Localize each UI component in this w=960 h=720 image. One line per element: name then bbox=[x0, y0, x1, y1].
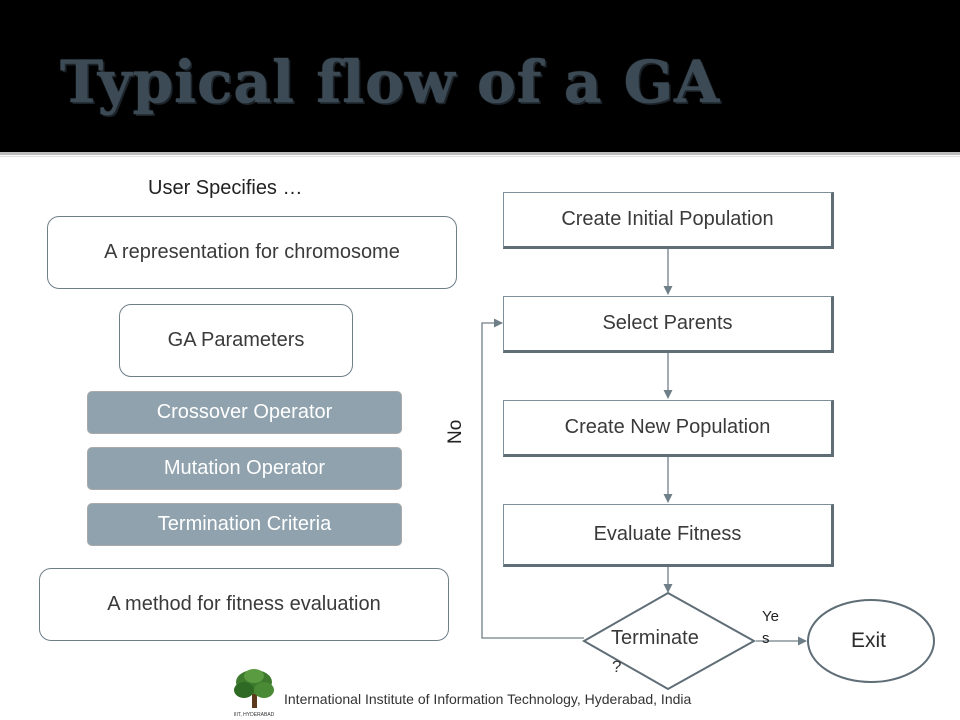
yes-label-line1: Ye bbox=[762, 608, 779, 625]
fitness-method-box: A method for fitness evaluation bbox=[39, 568, 449, 641]
yes-label-line2: s bbox=[762, 630, 770, 647]
terminate-question-mark: ? bbox=[612, 657, 622, 676]
crossover-operator-box: Crossover Operator bbox=[87, 391, 402, 434]
footer-institute: International Institute of Information T… bbox=[284, 691, 692, 707]
no-label: No bbox=[445, 419, 466, 444]
header-divider bbox=[0, 152, 960, 155]
terminate-diamond bbox=[581, 591, 757, 691]
logo-caption: IIIT, HYDERABAD bbox=[234, 712, 275, 718]
termination-criteria-box: Termination Criteria bbox=[87, 503, 402, 546]
terminate-label: Terminate bbox=[611, 627, 699, 649]
arrow-no-loop bbox=[481, 318, 584, 639]
mutation-operator-box: Mutation Operator bbox=[87, 447, 402, 490]
iiit-tree-logo: IIIT, HYDERABAD bbox=[234, 669, 275, 718]
header-divider-thin bbox=[0, 156, 960, 157]
exit-label: Exit bbox=[851, 629, 887, 652]
user-specifies-heading: User Specifies … bbox=[148, 177, 303, 199]
exit-ellipse bbox=[807, 599, 935, 683]
create-new-population-box: Create New Population bbox=[503, 400, 834, 457]
slide-title: Typical flow of a GA bbox=[60, 48, 721, 116]
representation-box: A representation for chromosome bbox=[47, 216, 457, 289]
ga-parameters-box: GA Parameters bbox=[119, 304, 353, 377]
select-parents-box: Select Parents bbox=[503, 296, 834, 353]
title-bar bbox=[0, 0, 960, 152]
evaluate-fitness-box: Evaluate Fitness bbox=[503, 504, 834, 567]
create-initial-population-box: Create Initial Population bbox=[503, 192, 834, 249]
